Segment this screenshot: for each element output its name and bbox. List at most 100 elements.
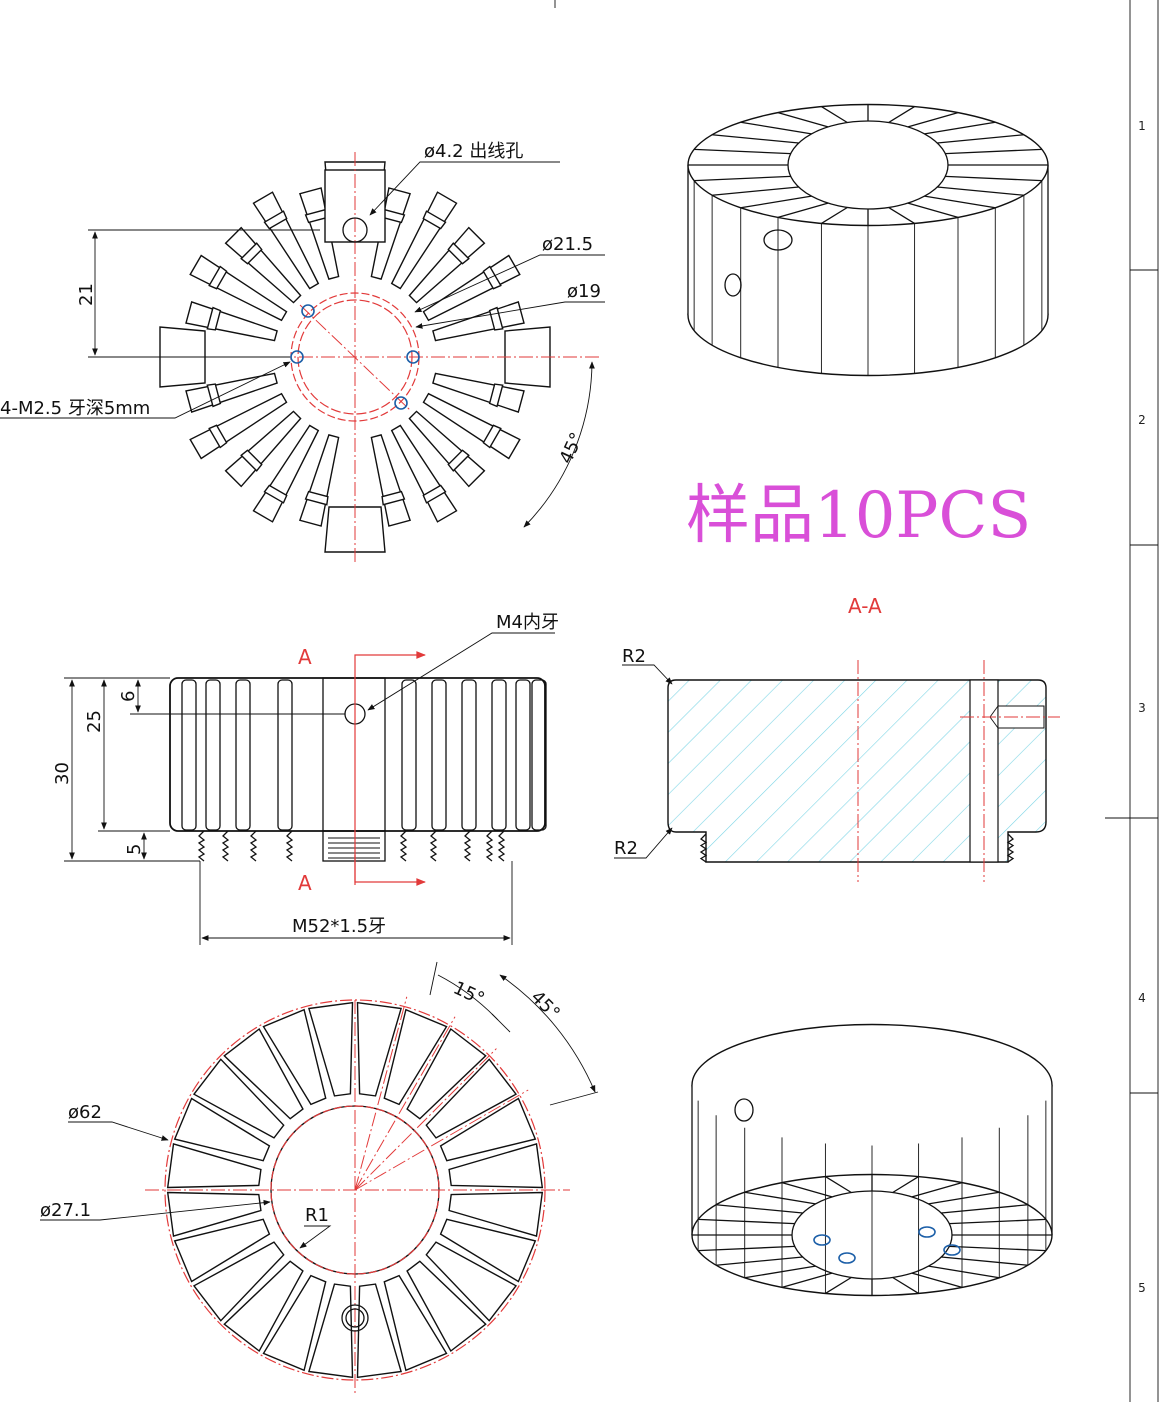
side-fin — [531, 679, 547, 831]
r-top-label: R2 — [622, 646, 646, 667]
fin — [425, 1241, 518, 1322]
iso-fin — [740, 195, 812, 209]
zone-label-2: 2 — [1138, 413, 1146, 427]
fin-notch — [381, 490, 406, 506]
fin — [390, 424, 458, 523]
fin — [262, 1008, 327, 1106]
side-fin — [491, 679, 507, 831]
fin-notch — [447, 449, 470, 472]
angle-ray — [354, 1089, 529, 1191]
fin — [189, 254, 288, 322]
dia-inner-label: ø19 — [567, 281, 601, 302]
dia62-label: ø62 — [68, 1102, 102, 1123]
m4-label: M4内牙 — [496, 612, 559, 633]
r1-label: R1 — [305, 1205, 329, 1226]
hole-label: ø4.2 出线孔 — [424, 141, 523, 162]
fin — [252, 191, 320, 290]
iso-fin — [928, 1265, 1000, 1279]
iso-fin — [924, 195, 996, 209]
fin — [439, 1097, 537, 1162]
fin — [252, 424, 320, 523]
angle-ray — [354, 1048, 497, 1191]
thread-tooth — [197, 830, 206, 862]
fin-notch — [263, 210, 288, 230]
thread-hole-icon — [394, 396, 408, 410]
iso-fin — [888, 206, 915, 224]
bottom-view: 15° 45° ø62 ø27.1 R1 — [40, 961, 599, 1395]
dia27-label: ø27.1 — [40, 1200, 91, 1221]
iso-fin — [941, 1204, 1028, 1214]
iso-view-bottom — [691, 1023, 1053, 1297]
thread-tooth — [399, 830, 408, 862]
thread-hole-icon — [290, 350, 304, 364]
side-fin — [181, 679, 197, 831]
fin — [383, 1008, 448, 1106]
angle-ray — [354, 996, 408, 1191]
section-thread — [699, 833, 1015, 863]
fin — [307, 1001, 354, 1097]
fin — [223, 1260, 304, 1353]
iso-inner-ring — [787, 120, 949, 210]
fin — [422, 392, 521, 460]
iso-fin — [821, 206, 848, 224]
fin — [173, 1097, 271, 1162]
bottom-hole-icon — [341, 1304, 369, 1332]
iso-view-top — [687, 103, 1049, 377]
fin — [422, 254, 521, 322]
iso-fin — [949, 1218, 1046, 1225]
fin-notch — [304, 490, 329, 506]
thread-tooth — [463, 830, 472, 862]
iso-fin — [821, 106, 848, 124]
thread-tooth — [221, 830, 230, 862]
iso-wire-hole-icon — [734, 1098, 754, 1122]
iso-fin — [907, 202, 959, 219]
fin — [192, 1058, 285, 1139]
r-bottom-label: R2 — [614, 838, 638, 859]
bottom-view-angle-rays — [354, 996, 529, 1191]
iso-fin — [716, 1256, 803, 1266]
fin-notch — [482, 424, 502, 449]
iso-fin — [907, 111, 959, 128]
fin — [307, 1283, 354, 1379]
section-mark-bottom: A — [298, 871, 312, 895]
iso-m4-hole-icon — [724, 273, 742, 297]
thread-tooth — [485, 830, 494, 862]
h5-label: 5 — [124, 844, 145, 855]
iso-wire-hole-icon — [763, 229, 793, 251]
fin — [448, 1142, 544, 1189]
fin-notch — [208, 265, 228, 290]
iso-thread-hole-icon — [918, 1226, 936, 1238]
side-view-fins — [181, 679, 547, 831]
base-thread — [197, 830, 506, 862]
fin — [390, 191, 458, 290]
fin-notch — [482, 265, 502, 290]
fin-notch — [240, 242, 263, 265]
side-view: A A M4内牙 30 25 6 5 M52*1.5牙 — [52, 612, 559, 945]
fin — [262, 1274, 327, 1372]
top-view-fins — [159, 161, 551, 553]
side-fin — [461, 679, 477, 831]
iso-fin — [888, 106, 915, 124]
fin — [223, 1027, 304, 1120]
fin-notch — [240, 449, 263, 472]
iso-bottom-fins — [691, 1023, 1053, 1297]
iso-fin — [945, 175, 1042, 182]
fin — [189, 392, 288, 460]
bottom-view-fins — [166, 1001, 544, 1379]
iso-fin — [777, 111, 829, 128]
angle-label: 45° — [555, 429, 588, 467]
thread-tooth — [497, 830, 506, 862]
sample-note: 样品10PCS — [686, 479, 1031, 553]
fin-notch — [206, 306, 222, 331]
iso-thread-hole-icon — [943, 1244, 961, 1256]
iso-fin — [911, 1272, 963, 1289]
thread-hole-icon — [301, 304, 315, 318]
iso-fin — [740, 121, 812, 135]
section-title: A-A — [848, 594, 882, 618]
iso-fin — [825, 1176, 852, 1194]
iso-thread-hole-icon — [838, 1252, 856, 1264]
top-view: ø4.2 出线孔 ø21.5 ø19 21 4-M2.5 牙深5mm 45° — [0, 141, 605, 565]
zone-label-1: 1 — [1138, 119, 1146, 133]
zone-frame: 1 2 3 4 5 — [554, 0, 1159, 1402]
